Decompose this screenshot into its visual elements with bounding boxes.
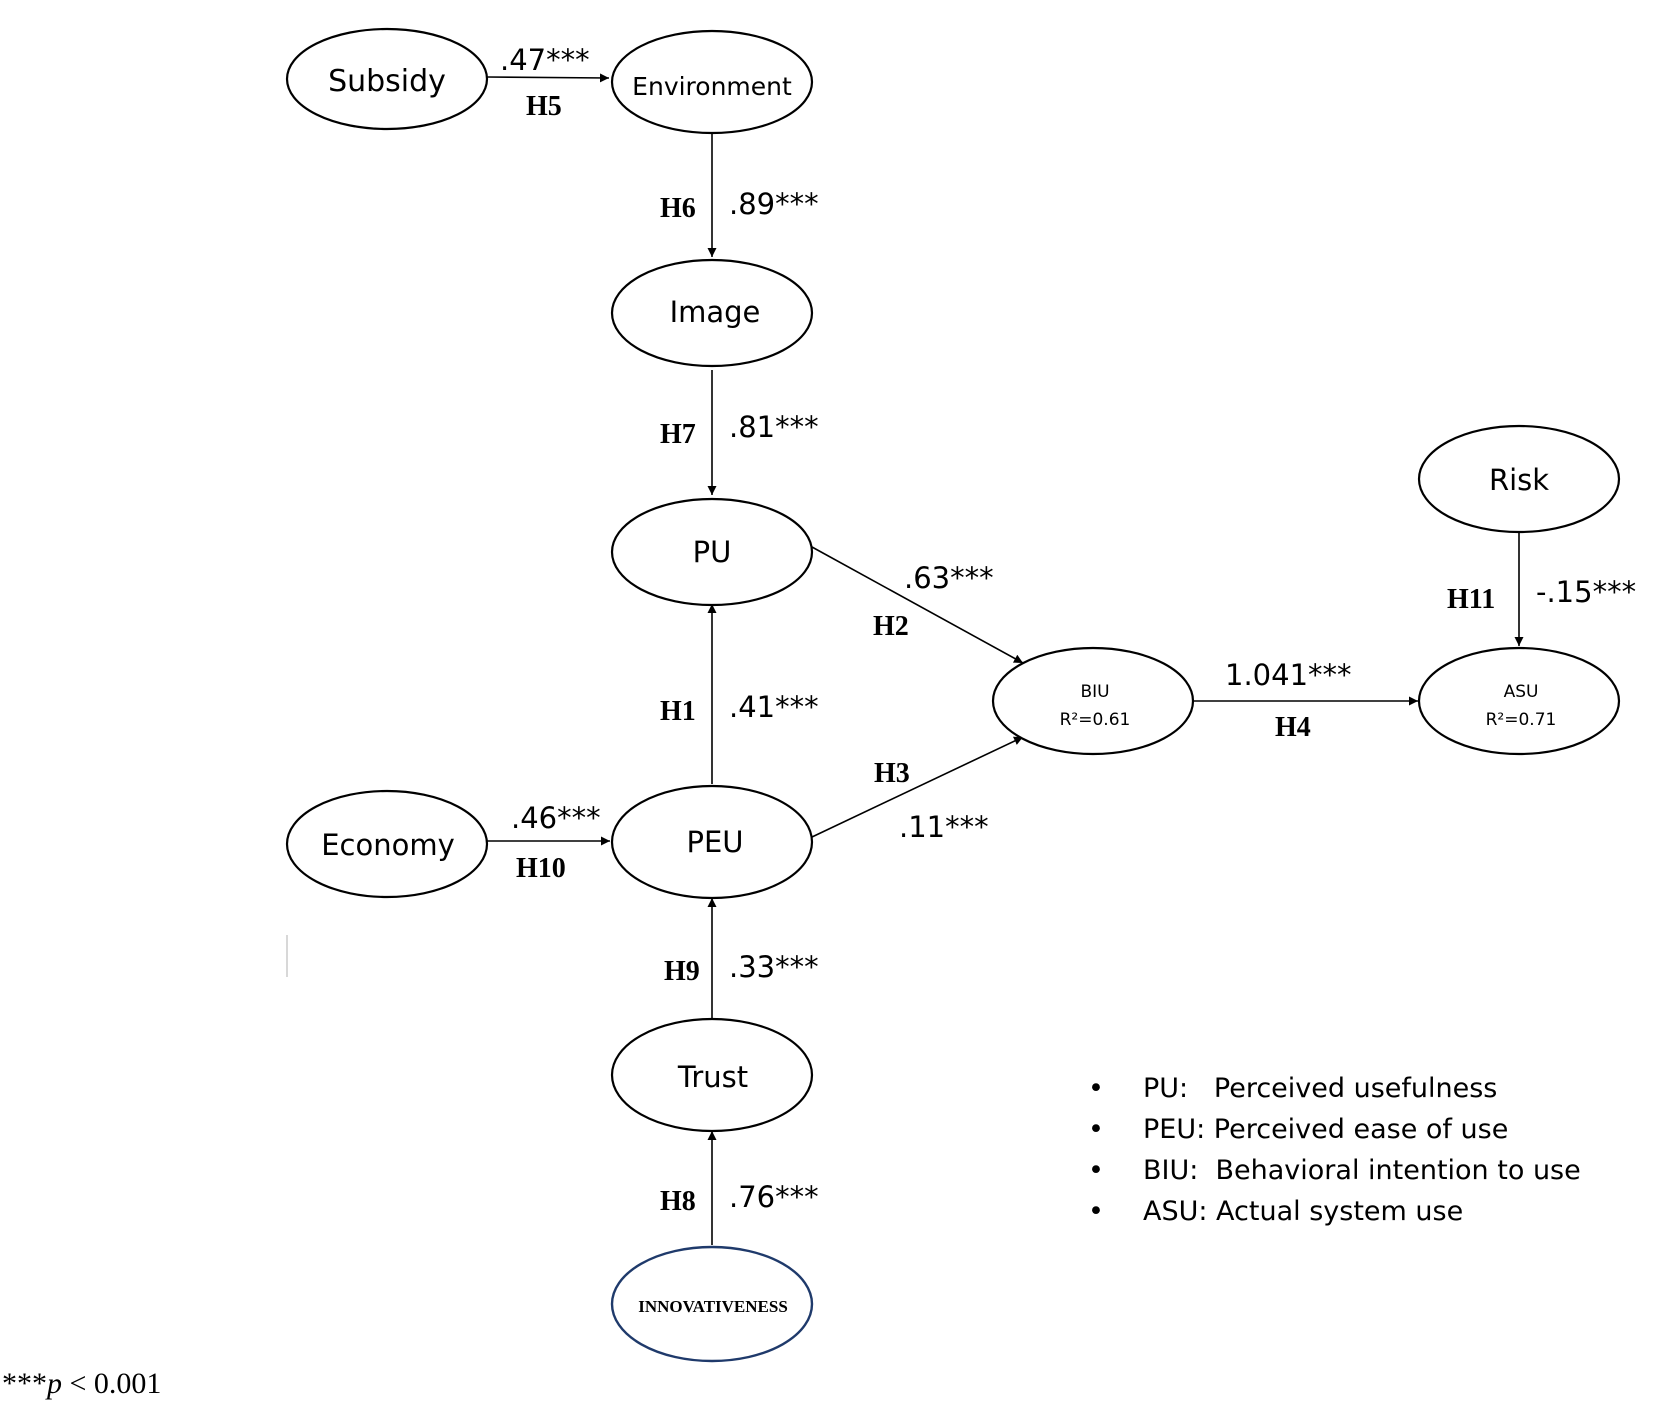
- node-economy-label: Economy: [321, 828, 455, 862]
- arrow-pu-biu: [811, 546, 1024, 664]
- coef-h1: .41***: [729, 690, 819, 724]
- coef-h5: .47***: [500, 43, 590, 77]
- coef-h11: -.15***: [1536, 575, 1636, 609]
- node-biu: BIU R²=0.61: [991, 646, 1195, 756]
- node-peu-label: PEU: [686, 825, 743, 859]
- node-innovativeness-ellipse: [610, 1245, 814, 1363]
- path-labels: .47*** H5 H6 .89*** H7 .81*** H1 .41*** …: [500, 43, 1636, 1217]
- node-biu-r2: R²=0.61: [1060, 710, 1131, 730]
- legend-item-pu: PU: Perceived usefulness: [1143, 1073, 1497, 1104]
- node-subsidy-label: Subsidy: [328, 64, 446, 99]
- coef-h2: .63***: [904, 561, 994, 595]
- legend: • PU: Perceived usefulness • PEU: Percei…: [1088, 1073, 1581, 1227]
- node-asu-r2: R²=0.71: [1486, 710, 1557, 730]
- hyp-h7: H7: [660, 419, 696, 450]
- coef-h4: 1.041***: [1225, 658, 1352, 692]
- node-peu-ellipse: [610, 784, 814, 900]
- hyp-h4: H4: [1275, 712, 1311, 743]
- hyp-h1: H1: [660, 696, 696, 727]
- node-biu-ellipse: [991, 646, 1195, 756]
- legend-bullet: •: [1088, 1114, 1104, 1145]
- node-pu: PU: [610, 497, 814, 607]
- legend-item-peu: PEU: Perceived ease of use: [1143, 1114, 1508, 1145]
- hyp-h11: H11: [1447, 584, 1495, 615]
- arrow-subsidy-environment: [486, 73, 610, 83]
- legend-item-biu: BIU: Behavioral intention to use: [1143, 1155, 1581, 1186]
- coef-h7: .81***: [729, 410, 819, 444]
- coef-h9: .33***: [729, 950, 819, 984]
- legend-item-asu: ASU: Actual system use: [1143, 1196, 1463, 1227]
- hyp-h10: H10: [516, 853, 566, 884]
- node-innovativeness-label: INNOVATIVENESS: [638, 1297, 788, 1316]
- node-subsidy-ellipse: [285, 27, 489, 131]
- legend-bullet: •: [1088, 1073, 1104, 1104]
- node-risk: Risk: [1417, 424, 1621, 534]
- legend-bullet: •: [1088, 1155, 1104, 1186]
- hyp-h8: H8: [660, 1186, 696, 1217]
- node-innovativeness: INNOVATIVENESS: [610, 1245, 814, 1363]
- node-image-label: Image: [670, 295, 761, 329]
- node-economy: Economy: [285, 789, 489, 899]
- node-image: Image: [610, 258, 814, 368]
- node-asu-label: ASU: [1504, 682, 1539, 702]
- hyp-h6: H6: [660, 193, 696, 224]
- footnote-p: p: [45, 1367, 62, 1400]
- hyp-h2: H2: [873, 611, 909, 642]
- node-risk-label: Risk: [1489, 463, 1549, 497]
- node-peu: PEU: [610, 784, 814, 900]
- node-biu-label: BIU: [1080, 682, 1109, 702]
- path-arrows: [486, 73, 1524, 1245]
- legend-bullet: •: [1088, 1196, 1104, 1227]
- node-trust-label: Trust: [677, 1060, 748, 1094]
- hyp-h3: H3: [874, 758, 910, 789]
- node-image-ellipse: [610, 258, 814, 368]
- node-economy-ellipse: [285, 789, 489, 899]
- significance-footnote: ***p < 0.001: [2, 1367, 161, 1400]
- node-risk-ellipse: [1417, 424, 1621, 534]
- footnote-threshold: < 0.001: [62, 1367, 161, 1400]
- arrow-peu-biu: [811, 736, 1024, 838]
- hyp-h9: H9: [664, 956, 700, 987]
- coef-h6: .89***: [729, 187, 819, 221]
- hyp-h5: H5: [526, 91, 562, 122]
- node-trust: Trust: [610, 1017, 814, 1133]
- node-environment-ellipse: [610, 29, 814, 135]
- node-environment-label: Environment: [632, 72, 792, 101]
- node-pu-ellipse: [610, 497, 814, 607]
- footnote-stars: ***: [2, 1367, 47, 1400]
- node-asu-ellipse: [1417, 646, 1621, 756]
- node-environment: Environment: [610, 29, 814, 135]
- node-subsidy: Subsidy: [285, 27, 489, 131]
- coef-h3: .11***: [899, 810, 989, 844]
- node-pu-label: PU: [693, 535, 732, 569]
- coef-h10: .46***: [511, 801, 601, 835]
- node-trust-ellipse: [610, 1017, 814, 1133]
- node-asu: ASU R²=0.71: [1417, 646, 1621, 756]
- coef-h8: .76***: [729, 1180, 819, 1214]
